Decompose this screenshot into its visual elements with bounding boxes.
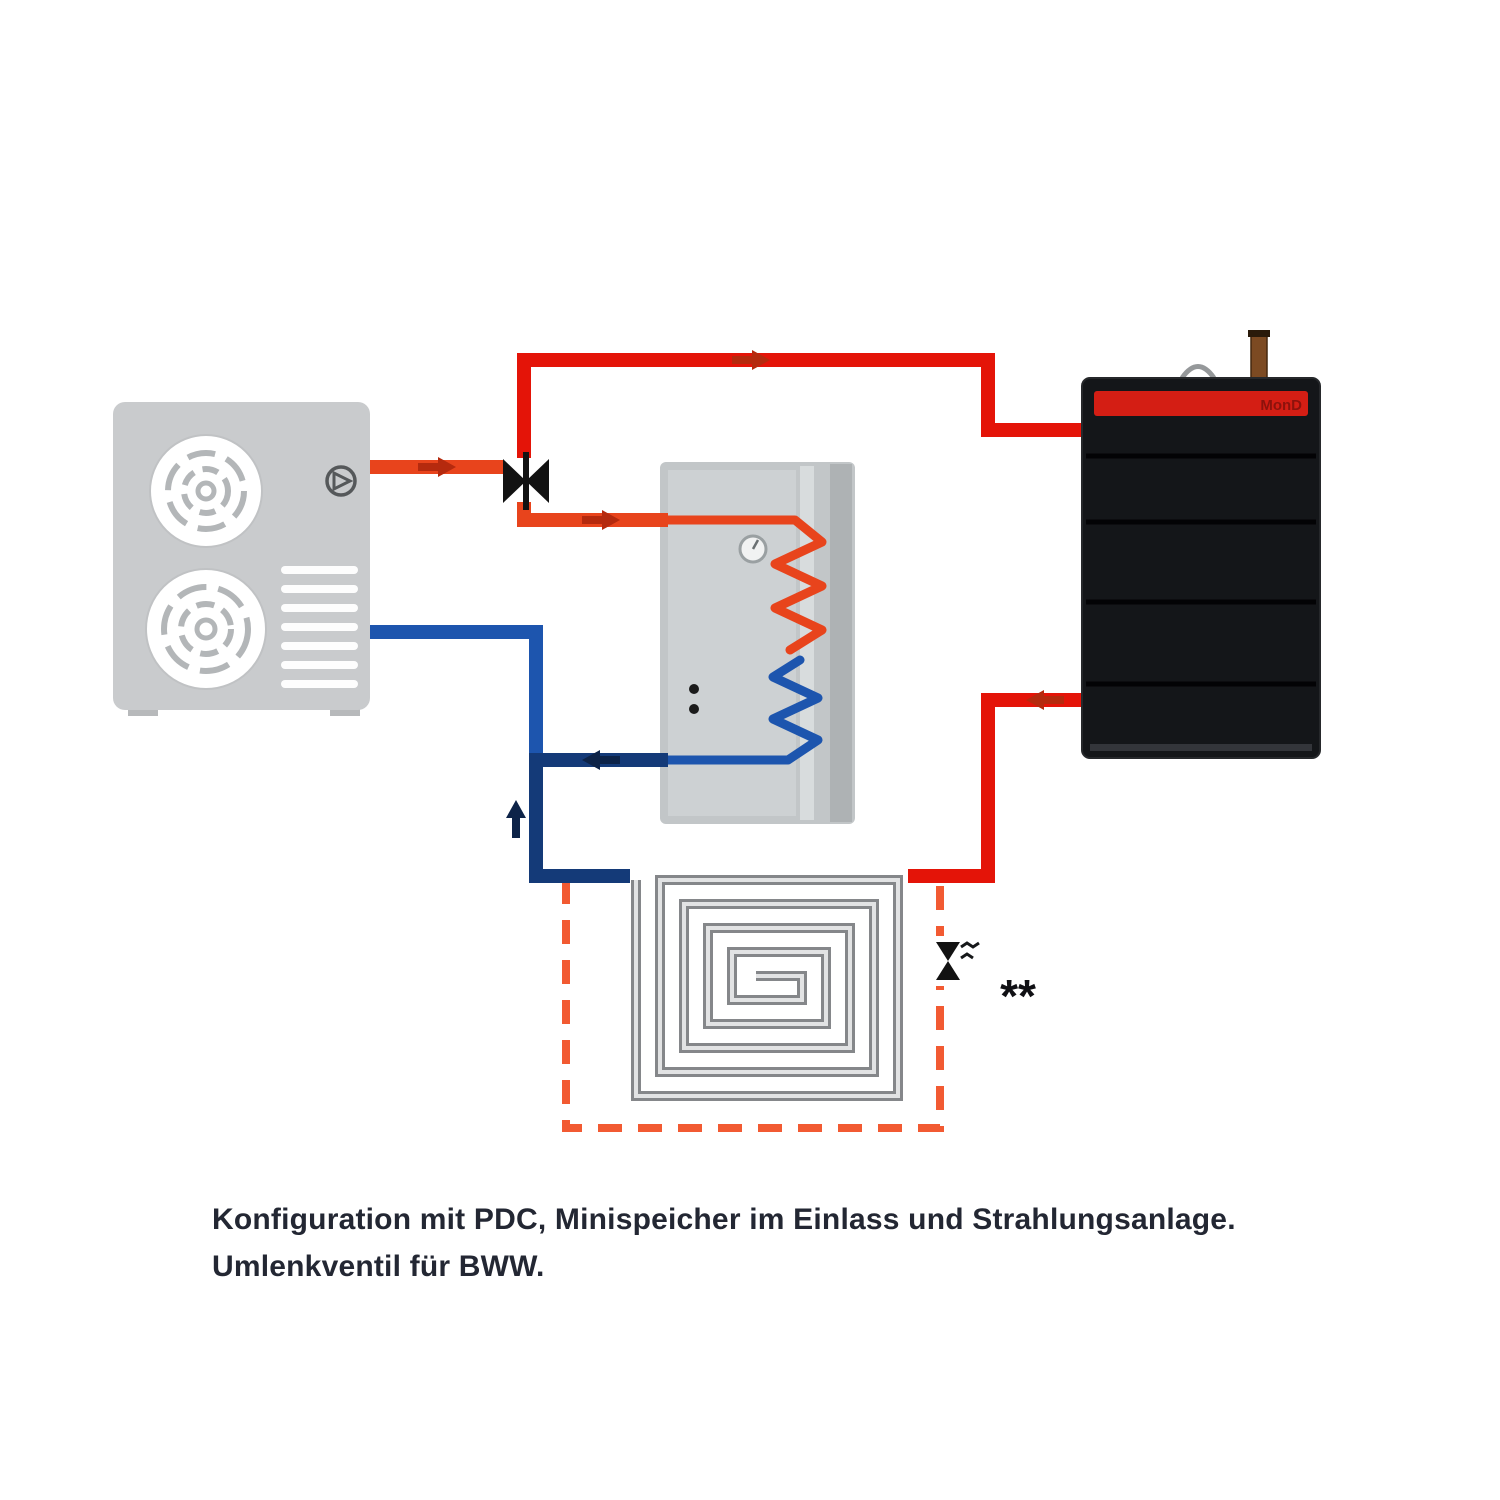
flow-arrow-left-icon [582,750,620,770]
caption: Konfiguration mit PDC, Minispeicher im E… [212,1196,1236,1290]
flow-arrow-left-icon [1026,690,1064,710]
flow-arrow-right-icon [582,510,620,530]
pipe-hot-top [517,353,1086,458]
caption-line-1: Konfiguration mit PDC, Minispeicher im E… [212,1203,1236,1236]
boiler-body [1081,377,1321,759]
heat-pump-foot [128,706,158,716]
boiler-unit: MonD [1081,330,1321,759]
heat-pump-foot [330,706,360,716]
bypass-note-label: ** [1000,970,1036,1022]
flow-arrow-up-icon [506,800,526,838]
pump-icon [325,465,357,497]
cold-return-pipes [529,753,668,883]
dashed-circuit-line [562,880,944,1132]
boiler-flue-pipe [1250,332,1268,381]
tank-cold-coil [657,655,823,765]
tank-hot-coil [657,515,827,655]
indicator-dot [689,684,699,694]
floor-spiral-core [634,878,900,1098]
floor-spiral-tube [631,875,903,1101]
boiler-stripe [1094,391,1308,416]
floor-heating-spiral [631,875,903,1101]
thermometer-needle [751,539,760,550]
tank-edge [830,464,852,822]
boiler-base-strip [1090,744,1312,751]
pipe-cold-pump [370,625,543,762]
pipe-cold-to-floor [529,753,630,883]
boiler-grooves [1086,453,1316,687]
caption-line-2: Umlenkventil für BWW. [212,1250,545,1283]
flow-arrow-right-icon [732,350,770,370]
hourglass-valve-icon [936,942,960,980]
boiler-flue-cap [1248,330,1270,337]
fan-icon [145,568,267,690]
boiler-handle-icon [1179,364,1217,380]
boiler-brand-label: MonD [1260,397,1302,414]
indicator-dot [689,704,699,714]
pipe-hot-return [908,693,1086,883]
fan-icon [149,434,263,548]
diverter-valve-icon [503,452,549,510]
flow-arrow-right-icon [418,457,456,477]
vent-slats [281,566,358,688]
heat-pump-unit [113,402,370,716]
valve-squiggle [960,941,980,960]
